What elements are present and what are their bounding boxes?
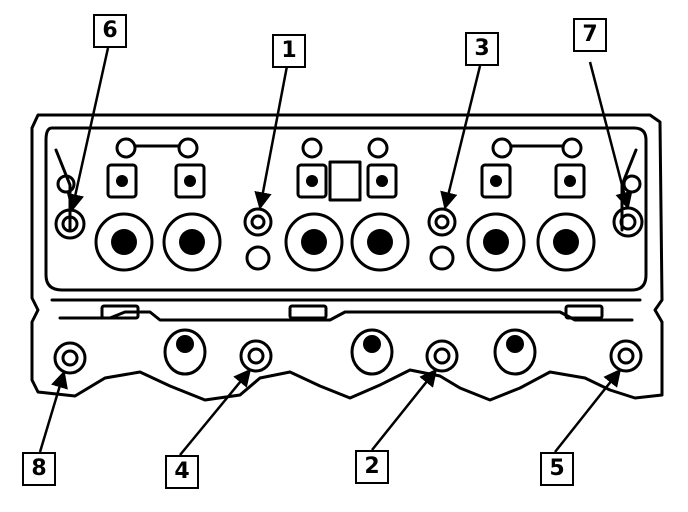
- rocker-pads: [106, 160, 586, 202]
- leader-7: [588, 61, 633, 210]
- callout-6: 6: [93, 14, 127, 48]
- callout-4: 4: [165, 455, 199, 489]
- head-outline: [30, 113, 664, 402]
- bolt-inner-rings: [61, 213, 637, 367]
- left-rib: [54, 148, 72, 232]
- filled-centers: [111, 175, 579, 353]
- callout-8: 8: [22, 452, 56, 486]
- leader-1: [254, 65, 289, 210]
- deck-outline: [44, 126, 648, 292]
- callout-5: 5: [540, 452, 574, 486]
- leader-2: [371, 368, 438, 451]
- leader-3: [440, 65, 482, 210]
- pushrod-holes: [115, 137, 583, 159]
- leader-5: [554, 368, 622, 453]
- lower-head-bolts: [53, 339, 643, 375]
- leader-4: [179, 368, 252, 456]
- valve-pockets: [94, 212, 596, 272]
- leader-6: [66, 47, 110, 212]
- rail-lower: [58, 310, 634, 322]
- callout-2: 2: [355, 450, 389, 484]
- callout-1: 1: [272, 34, 306, 68]
- callout-7: 7: [573, 18, 607, 52]
- leader-8: [38, 370, 68, 453]
- callout-3: 3: [465, 32, 499, 66]
- port-bosses: [100, 304, 604, 376]
